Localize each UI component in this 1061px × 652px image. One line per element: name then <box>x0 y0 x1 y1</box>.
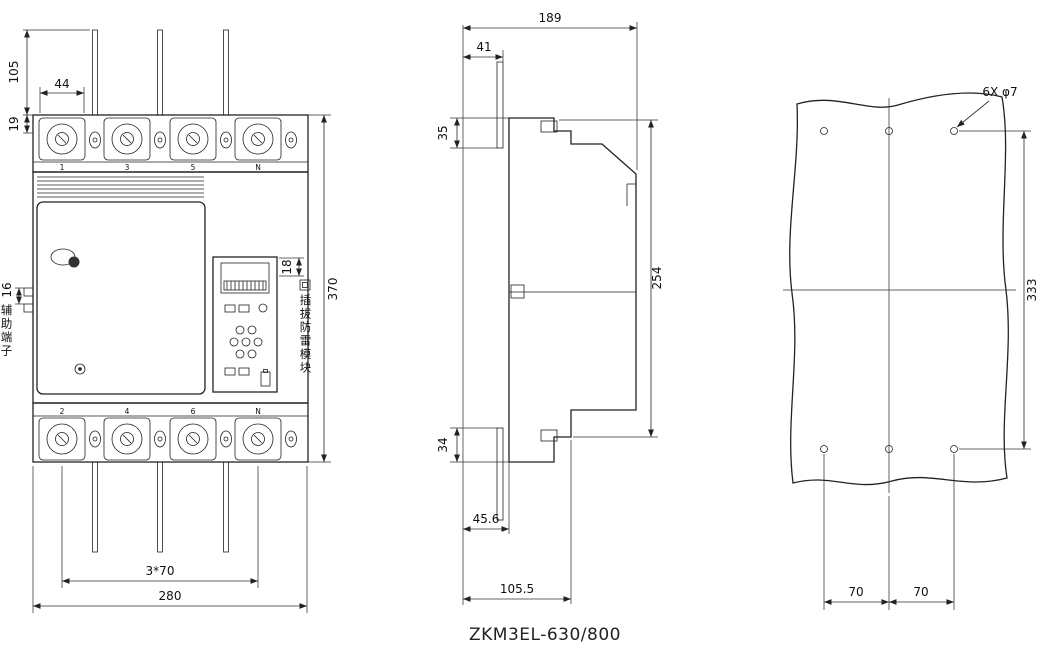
dim-mount-depth: 105.5 <box>463 440 572 604</box>
function-buttons <box>224 303 268 313</box>
lower-buttons <box>224 367 250 376</box>
dim-front-height: 370 <box>308 114 340 463</box>
dim-label-105: 105 <box>7 61 21 84</box>
dim-label-16: 16 <box>0 282 14 297</box>
top-busbars <box>92 29 229 116</box>
side-view: 189 41 35 254 34 45.6 <box>436 11 664 605</box>
bottom-busbars <box>92 461 229 553</box>
dim-terminal-depth: 41 <box>463 40 504 62</box>
control-module <box>212 256 278 393</box>
terminal-pole-3 <box>103 117 151 161</box>
terminal-label: N <box>255 407 261 416</box>
side-body-outline <box>508 117 637 463</box>
mount-plate-outline <box>789 92 1009 486</box>
lcd-display <box>220 262 270 294</box>
dim-depth: 189 <box>463 11 638 170</box>
front-view: 1 3 5 N <box>0 29 340 613</box>
bottom-fixing-screws <box>89 430 297 448</box>
terminal-pole-n2 <box>234 417 282 461</box>
front-cover-panel <box>36 201 206 395</box>
dim-bottom-offset: 34 <box>436 427 509 463</box>
dim-label-45-6: 45.6 <box>473 512 500 526</box>
dim-module-offset: 18 <box>279 257 304 277</box>
terminal-pole-5 <box>169 117 217 161</box>
padlock-handle <box>50 248 80 268</box>
dim-top-offset: 35 <box>436 117 509 149</box>
side-terminal-screws <box>540 120 558 442</box>
hatch-lines <box>37 176 204 198</box>
side-midline-and-aux <box>509 284 636 299</box>
dim-pole-pitch: 3*70 <box>61 466 259 588</box>
drawing-title: ZKM3EL-630/800 <box>469 625 621 645</box>
center-lines <box>783 98 1016 493</box>
dim-label-35: 35 <box>436 125 450 140</box>
dim-label-254: 254 <box>650 267 664 290</box>
dim-label-18: 18 <box>280 259 294 274</box>
surge-module-symbol <box>299 279 311 291</box>
dim-label-333: 333 <box>1025 279 1039 302</box>
hole-callout: 6X φ7 <box>956 85 1018 128</box>
dim-hole-span-horizontal: 70 70 <box>823 454 955 610</box>
battery-icon <box>260 369 271 387</box>
dim-label-41: 41 <box>476 40 491 54</box>
dim-body-height: 254 <box>559 119 664 438</box>
terminal-label: 6 <box>191 407 196 416</box>
dim-label-280: 280 <box>159 589 182 603</box>
dim-label-70-left: 70 <box>848 585 863 599</box>
aux-terminal-tabs <box>23 287 34 313</box>
surge-module-label: 插拔防雷模块 <box>298 294 313 375</box>
dim-hole-span-vertical: 333 <box>959 130 1039 450</box>
terminal-pole-4 <box>103 417 151 461</box>
terminal-label: N <box>255 163 261 172</box>
dim-label-6x7: 6X φ7 <box>982 85 1017 99</box>
dim-front-width: 280 <box>32 466 308 613</box>
cover-screw <box>74 363 86 375</box>
terminal-pole-n <box>234 117 282 161</box>
terminal-pole-1 <box>38 117 86 161</box>
dim-label-105-5: 105.5 <box>500 582 534 596</box>
dim-bar-extension: 105 <box>7 29 90 116</box>
handle-window <box>626 183 636 206</box>
dim-label-34: 34 <box>436 437 450 452</box>
dim-label-370: 370 <box>326 278 340 301</box>
dim-label-3x70: 3*70 <box>146 564 175 578</box>
dim-top-strip: 19 <box>7 115 33 134</box>
terminal-pole-6 <box>169 417 217 461</box>
terminal-label: 4 <box>125 407 130 416</box>
dim-pole-width: 44 <box>39 77 85 113</box>
mounting-holes <box>820 127 958 453</box>
terminal-label: 3 <box>125 163 130 172</box>
dim-label-19: 19 <box>7 116 21 131</box>
display-segment-band <box>223 280 267 291</box>
navigation-keypad <box>229 325 263 359</box>
bottom-terminal-block: 2 4 6 N <box>32 402 309 463</box>
top-fixing-screws <box>89 131 297 149</box>
terminal-label: 1 <box>60 163 65 172</box>
dim-label-70-right: 70 <box>913 585 928 599</box>
terminal-pole-2 <box>38 417 86 461</box>
side-busbars <box>496 61 504 521</box>
mount-view: 6X φ7 333 70 70 <box>783 85 1039 610</box>
dim-base-depth: 45.6 <box>463 462 510 534</box>
dim-aux-gap: 16 <box>0 282 24 305</box>
terminal-label: 5 <box>191 163 196 172</box>
aux-terminal-label: 辅助端子 <box>0 304 14 358</box>
top-terminal-block: 1 3 5 N <box>32 114 309 173</box>
breaker-body <box>23 171 309 404</box>
dim-label-44: 44 <box>54 77 69 91</box>
terminal-label: 2 <box>60 407 65 416</box>
dim-label-189: 189 <box>539 11 562 25</box>
